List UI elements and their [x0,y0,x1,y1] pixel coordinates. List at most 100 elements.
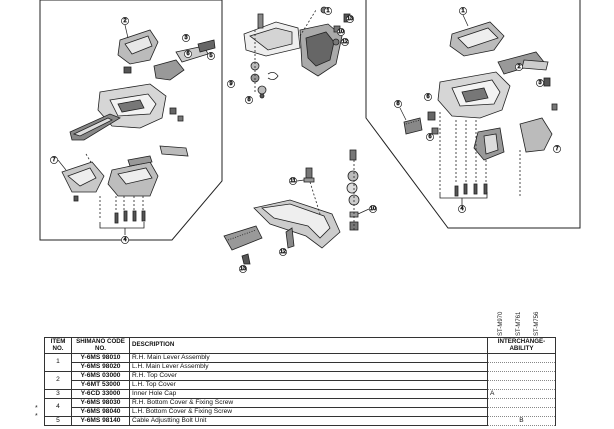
callout-6-right-lower: 6 [426,133,434,141]
callout-7-right: 7 [553,145,561,153]
interchange-mark [487,407,556,417]
item-no: 3 [44,389,72,399]
interchange-mark: B [487,416,556,426]
svg-text:7: 7 [52,157,55,163]
callout-4-right: 4 [458,205,466,213]
model-label-st-m970: ST-M970 [498,311,504,336]
callout-6-right: 6 [424,93,432,101]
center-bottom-assembly [223,149,360,265]
callout-2: 2 [121,17,129,39]
callout-11-center: 11 [289,177,305,185]
table-row: 3 Y-6CD 33000 Inner Hole Cap A [44,389,556,399]
interchange-mark [487,362,556,372]
center-top-assembly [243,6,351,99]
table-row: 4 Y-6MS 98030 R.H. Bottom Cover & Fixing… [44,398,556,417]
svg-text:4: 4 [123,237,126,243]
svg-text:5: 5 [209,53,212,59]
callout-2-right: 2 [515,63,523,71]
svg-text:4: 4 [460,206,463,212]
svg-text:3: 3 [538,80,541,86]
code-no: Y-6MS 98010 [71,353,130,363]
replacement-mark-star: * [35,405,38,412]
svg-text:2: 2 [517,64,520,70]
description: R.H. Main Lever Assembly [129,353,488,363]
interchange-mark [487,380,556,390]
svg-text:9: 9 [229,81,232,87]
callout-12-lower: 12 [279,248,287,256]
interchange-mark [487,353,556,363]
callout-3-right: 3 [536,79,544,87]
description: Inner Hole Cap [129,389,488,399]
svg-text:13: 13 [347,16,353,22]
header-item-no: ITEM NO. [44,337,72,354]
callout-12-center: 12 [341,38,349,46]
interchange-mark [487,398,556,408]
part-callouts: 2 3 6 5 7 4 1 13 10 12 9 8 11 10 12 13 1… [50,7,561,273]
svg-text:1: 1 [326,8,329,14]
callout-6: 6 [184,50,192,58]
svg-text:6: 6 [426,94,429,100]
code-no: Y-6MS 98140 [71,416,130,426]
description: Cable Adjustting Bolt Unit [129,416,488,426]
description: L.H. Bottom Cover & Fixing Screw [129,407,488,417]
callout-10-lower: 10 [357,205,377,215]
code-no: Y-6CD 33000 [71,389,130,399]
callout-13-center: 13 [346,15,354,23]
replacement-mark-star: * [35,413,38,420]
item-no: 2 [44,371,72,390]
right-panel-frame [365,0,581,229]
callout-1-center: 1 [324,7,332,15]
code-no: Y-6MT 53000 [71,380,130,390]
left-lever-assembly [61,29,216,235]
callout-3: 3 [182,34,190,42]
table-row: Y-6MT 53000 L.H. Top Cover [45,380,556,390]
interchange-mark: A [487,389,556,399]
description: L.H. Top Cover [129,380,488,390]
table-row: 1 Y-6MS 98010 R.H. Main Lever Assembly [44,353,556,372]
svg-text:2: 2 [123,18,126,24]
callout-4-left: 4 [121,236,129,244]
svg-text:6: 6 [186,51,189,57]
code-no: Y-6MS 98030 [71,398,130,408]
table-row: 2 Y-6MS 03000 R.H. Top Cover [44,371,556,390]
svg-text:8: 8 [396,101,399,107]
svg-text:11: 11 [290,178,296,184]
svg-text:10: 10 [370,206,376,212]
callout-7: 7 [50,156,67,171]
svg-text:12: 12 [280,249,286,255]
header-description: DESCRIPTION [129,337,488,354]
item-no: 4 [44,398,72,417]
item-no: 5 [44,416,72,426]
table-row: Y-6MS 98020 L.H. Main Lever Assembly [45,362,556,372]
callout-10-center: 10 [337,28,345,36]
header-code-no: SHIMANO CODE NO. [71,337,130,354]
svg-text:6: 6 [428,134,431,140]
svg-text:10: 10 [338,29,344,35]
code-no: Y-6MS 98020 [71,362,130,372]
description: R.H. Bottom Cover & Fixing Screw [129,398,488,408]
description: L.H. Main Lever Assembly [129,362,488,372]
callout-13-lower: 13 [239,265,247,273]
callout-8-center: 8 [245,96,253,104]
callout-5: 5 [207,52,215,60]
svg-text:1: 1 [461,8,464,14]
svg-text:7: 7 [555,146,558,152]
callout-8-right: 8 [394,100,407,121]
table-header-row: ITEM NO. SHIMANO CODE NO. DESCRIPTION IN… [44,337,556,354]
header-interchangeability: INTERCHANGE- ABILITY [487,337,556,354]
model-label-st-m756: ST-M756 [534,311,540,336]
exploded-parts-diagram: 2 3 6 5 7 4 1 13 10 12 9 8 11 10 12 13 1… [39,0,581,273]
svg-text:12: 12 [342,39,348,45]
left-panel-frame [39,0,223,241]
description: R.H. Top Cover [129,371,488,381]
code-no: Y-6MS 98040 [71,407,130,417]
callout-1-right: 1 [459,7,469,27]
svg-text:13: 13 [240,266,246,272]
table-row: 5 Y-6MS 98140 Cable Adjustting Bolt Unit… [44,416,556,426]
svg-text:8: 8 [247,97,250,103]
item-no: 1 [44,353,72,372]
code-no: Y-6MS 03000 [71,371,130,381]
model-label-st-m761: ST-M761 [516,311,522,336]
svg-text:3: 3 [184,35,187,41]
parts-table: ITEM NO. SHIMANO CODE NO. DESCRIPTION IN… [44,337,556,426]
